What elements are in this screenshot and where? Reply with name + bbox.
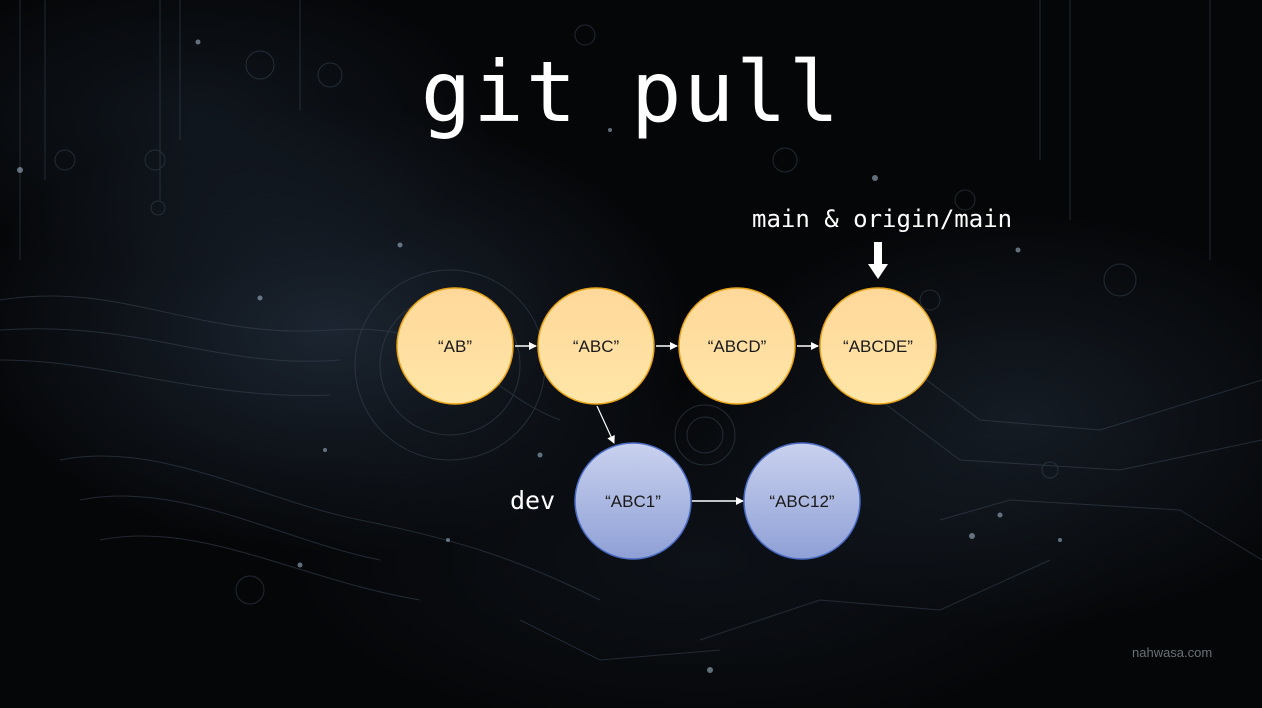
commit-label-abc12: “ABC12” [769, 492, 835, 511]
commit-label-abc: “ABC” [573, 337, 620, 356]
commit-label-ab: “AB” [438, 337, 472, 356]
commit-node-abc1: “ABC1” [574, 442, 692, 560]
commit-node-ab: “AB” [396, 287, 514, 405]
commit-node-abcde: “ABCDE” [819, 287, 937, 405]
commit-node-abcd: “ABCD” [678, 287, 796, 405]
slide-title: git pull [420, 43, 842, 141]
watermark: nahwasa.com [1132, 645, 1213, 660]
commit-node-abc: “ABC” [537, 287, 655, 405]
head-pointer-arrow [868, 242, 888, 279]
branch-label-dev: dev [510, 486, 556, 515]
commit-label-abc1: “ABC1” [605, 492, 661, 511]
commit-label-abcd: “ABCD” [708, 337, 767, 356]
commit-node-abc12: “ABC12” [743, 442, 861, 560]
branch-label-main: main & origin/main [752, 205, 1013, 233]
commit-label-abcde: “ABCDE” [843, 337, 913, 356]
edge-abc-abc1 [596, 405, 615, 444]
